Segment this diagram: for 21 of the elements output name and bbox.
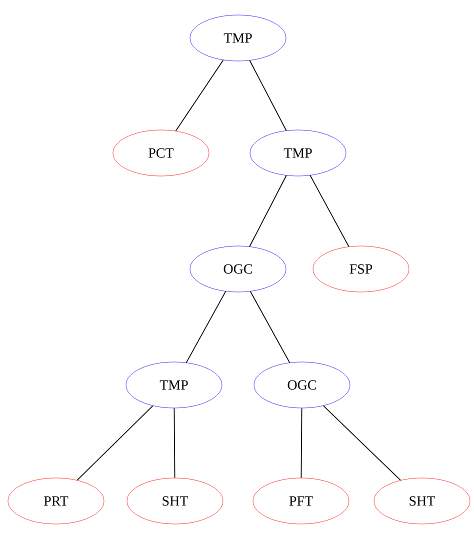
edge-line <box>175 60 224 132</box>
ellipse-node: PFT <box>252 478 350 524</box>
ellipse-node: PCT <box>112 130 210 176</box>
edge-line <box>249 60 287 131</box>
edge-line <box>300 408 302 478</box>
edge-line <box>250 290 290 364</box>
ellipse-node: TMP <box>126 362 222 408</box>
ellipse-node: TMP <box>250 130 346 176</box>
edge-line <box>174 408 176 478</box>
edge-line <box>76 405 154 481</box>
ellipse-node: SHT <box>374 478 470 524</box>
ellipse-node: OGC <box>254 362 350 408</box>
ellipse-node: PRT <box>8 478 104 524</box>
ellipse-node: FSP <box>312 246 410 292</box>
ellipse-node: OGC <box>190 246 286 292</box>
edge-line <box>323 405 401 481</box>
edge-line <box>249 175 287 247</box>
ellipse-node: TMP <box>190 14 286 62</box>
ellipse-node: SHT <box>126 478 224 524</box>
edge-line <box>310 175 350 247</box>
edge-line <box>186 290 226 364</box>
